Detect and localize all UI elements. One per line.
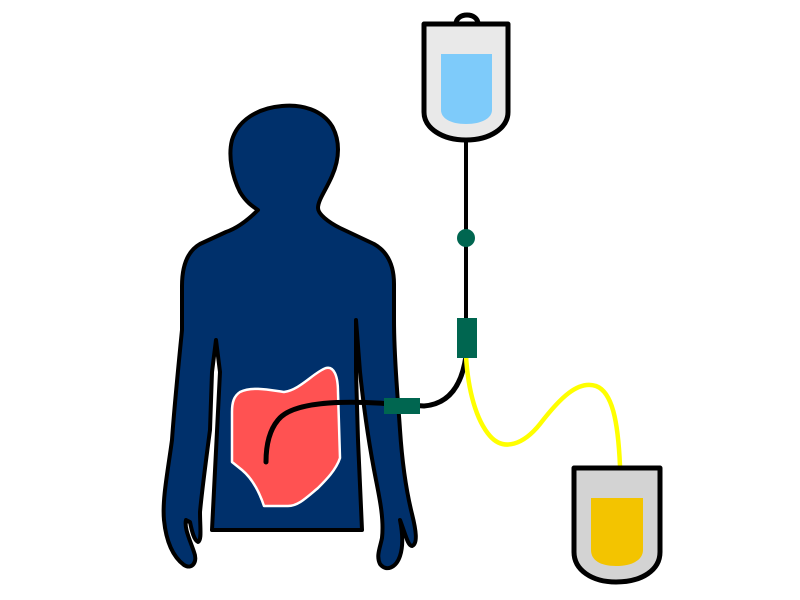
drain-tube (463, 353, 623, 469)
roller-clamp-icon (457, 229, 475, 247)
drained-fluid (591, 498, 643, 566)
catheter-tube (263, 353, 469, 465)
fresh-dialysate-fluid (441, 54, 492, 124)
tube-connector-icon (384, 398, 420, 414)
drain-bag (571, 465, 663, 585)
iv-bag-icon (453, 12, 481, 25)
supply-bag (421, 12, 511, 143)
y-junction-icon (457, 318, 477, 358)
human-figure (161, 103, 418, 571)
human-silhouette-icon (161, 103, 418, 571)
